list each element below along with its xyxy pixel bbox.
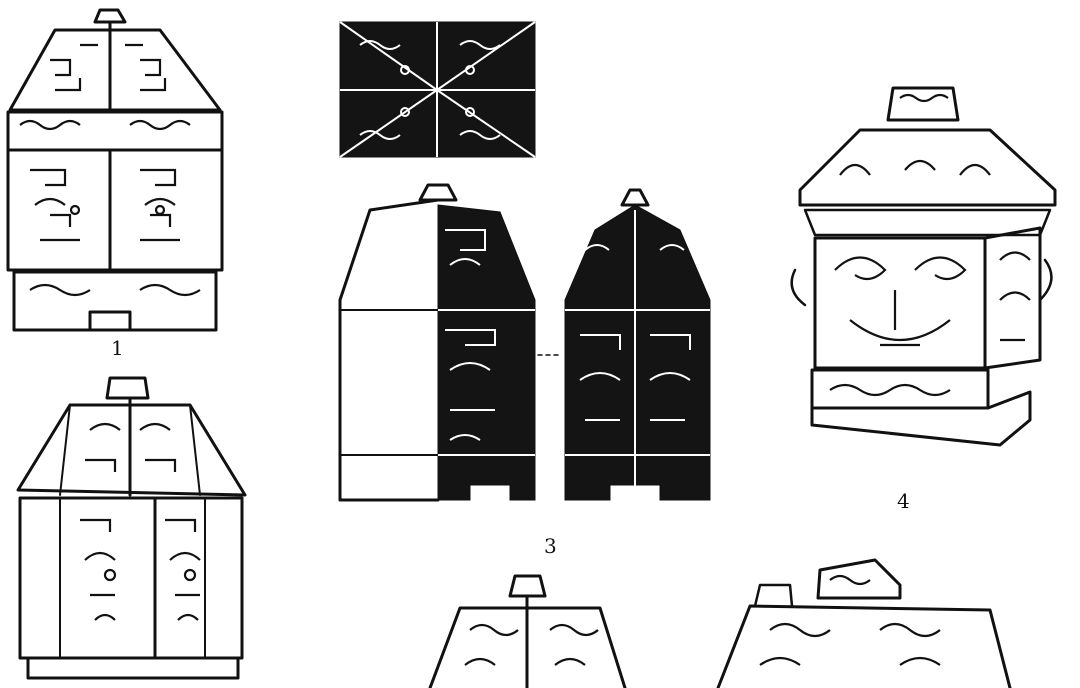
figure-label-3: 3 [544,534,557,558]
figure-label-4: 4 [897,489,910,513]
figure-label-1: 1 [111,336,124,360]
vessel-2-drawing [16,376,247,680]
vessel-1-drawing [6,8,224,332]
vessel-3-section-view [338,183,536,502]
vessel-3-side-view [537,188,711,501]
vessel-5-drawing [428,574,627,688]
vessel-3-top-view [339,21,536,158]
vessel-4-drawing [790,86,1057,447]
vessel-6-drawing [716,558,1012,688]
